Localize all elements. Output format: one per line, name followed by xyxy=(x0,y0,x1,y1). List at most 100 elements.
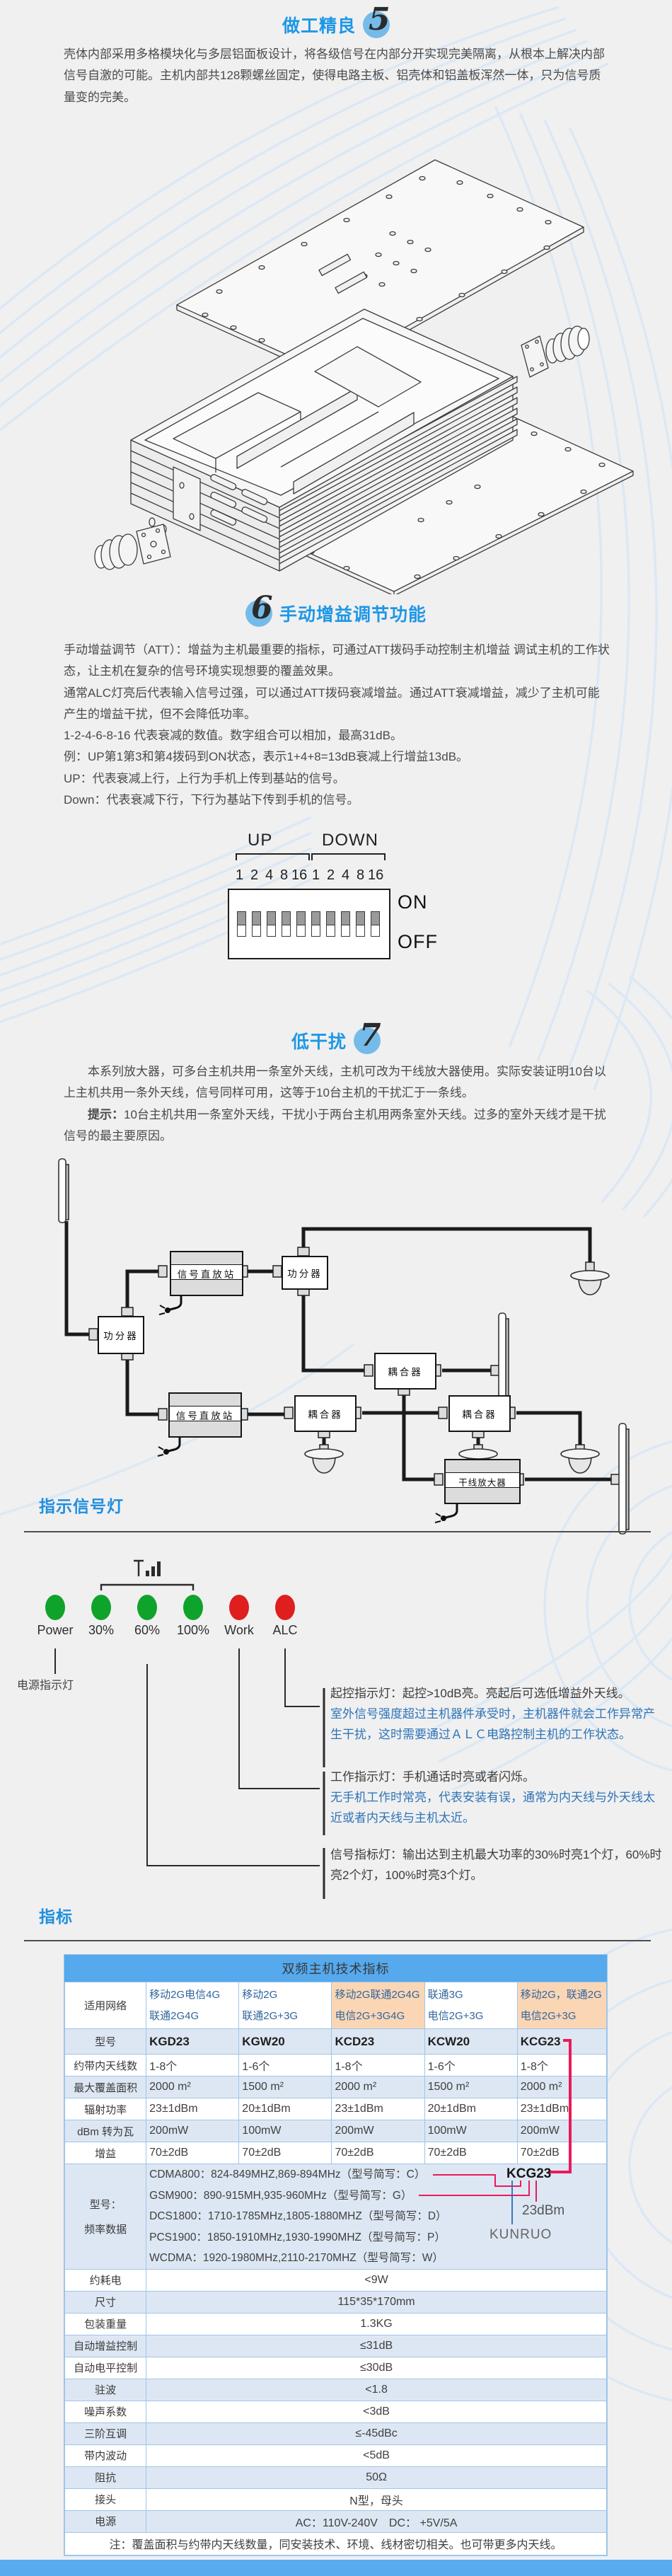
section5-header: 做工精良 5 xyxy=(0,1,672,38)
spec-table-title: 双频主机技术指标 xyxy=(64,1955,607,1982)
topology-diagram xyxy=(58,1158,630,1535)
work-caption-main: 工作指示灯：手机通话时亮或者闪烁。 xyxy=(330,1770,535,1784)
model-cell: KCW20 xyxy=(424,2028,518,2055)
dip-switch-1[interactable] xyxy=(237,911,246,937)
coupler-box-2: 耦合器 xyxy=(294,1395,357,1432)
dip-switch-8[interactable] xyxy=(341,911,350,937)
model-cell: KGW20 xyxy=(238,2028,332,2055)
coupler-label: 耦合器 xyxy=(308,1409,343,1420)
alc-led xyxy=(275,1595,295,1620)
row-label: 适用网络 xyxy=(64,1982,147,2029)
repeater-box-1: 信号直放站 xyxy=(170,1251,243,1296)
led-60-label: 60% xyxy=(134,1623,161,1637)
led-100-label: 100% xyxy=(176,1623,210,1637)
annotation-power-value: 23dBm xyxy=(522,2203,565,2218)
dip-on-label: ON xyxy=(398,891,428,913)
splitter-label: 功分器 xyxy=(287,1269,323,1279)
section7-number-badge: 7 xyxy=(354,1017,381,1054)
dip-up-label: UP xyxy=(248,831,273,850)
table-row: 三阶互调≤-45dBc xyxy=(64,2422,607,2445)
section7-header: 低干扰 7 xyxy=(0,1017,672,1054)
dip-switch-10[interactable] xyxy=(371,911,380,937)
tip-body: 10台主机共用一条室外天线，干扰小于两台主机用两条室外天线。过多的室外天线才是干… xyxy=(64,1107,606,1143)
dip-number: 8 xyxy=(280,867,289,883)
section5-title: 做工精良 xyxy=(282,16,356,36)
dip-switch-3[interactable] xyxy=(267,911,276,937)
work-led-label: Work xyxy=(224,1623,254,1637)
work-indicator-caption: 工作指示灯：手机通话时亮或者闪烁。 无手机工作时常亮，代表安装有误，通常为内天线… xyxy=(330,1767,666,1829)
table-row: 噪声系数<3dB xyxy=(64,2400,607,2423)
up-bracket xyxy=(236,853,310,860)
section5-paragraph: 壳体内部采用多格模块化与多层铝面板设计，将各级信号在内部分开实现完美隔离，从根本… xyxy=(64,44,610,108)
work-led xyxy=(229,1595,249,1620)
exploded-enclosure-drawing xyxy=(94,159,634,594)
alc-caption-note: 室外信号强度超过主机器件承受时，主机器件就会工作异常产生干扰，这时需要通过ＡＬＣ… xyxy=(330,1706,655,1741)
dip-switch[interactable] xyxy=(228,889,390,959)
dip-off-label: OFF xyxy=(398,931,438,952)
section7-paragraphs: 本系列放大器，可多台主机共用一条室外天线，主机可改为干线放大器使用。实际安装证明… xyxy=(64,1061,610,1147)
coupler-label: 耦合器 xyxy=(462,1409,497,1420)
dip-number: 1 xyxy=(236,867,244,883)
tip-paragraph: 提示：10台主机共用一条室外天线，干扰小于两台主机用两条室外天线。过多的室外天线… xyxy=(64,1104,610,1148)
dip-number: 16 xyxy=(368,867,384,883)
signal-indicator-caption: 信号指标灯：输出达到主机最大功率的30%时亮1个灯，60%时亮2个灯，100%时… xyxy=(330,1845,666,1886)
led-100 xyxy=(183,1595,203,1620)
footer-bar xyxy=(0,2560,672,2576)
attenuation-values-text: 1-2-4-6-8-16 代表衰减的数值。数字组合可以相加，最高31dB。 xyxy=(64,729,402,742)
low-interference-text: 本系列放大器，可多台主机共用一条室外天线，主机可改为干线放大器使用。实际安装证明… xyxy=(64,1065,606,1100)
power-led xyxy=(45,1595,65,1620)
alc-led-label: ALC xyxy=(272,1623,298,1637)
section6-title: 手动增益调节功能 xyxy=(279,605,427,625)
table-row: 自动增益控制≤31dB xyxy=(64,2334,607,2357)
dip-switch-9[interactable] xyxy=(356,911,365,937)
work-caption-note: 无手机工作时常亮，代表安装有误，通常为内天线与外天线太近或者内天线与主机太近。 xyxy=(330,1790,655,1825)
dip-switch-5[interactable] xyxy=(296,911,306,937)
dip-number: 8 xyxy=(357,867,365,883)
repeater-box-2: 信号直放站 xyxy=(168,1392,242,1438)
trunk-amp-box: 干线放大器 xyxy=(444,1459,521,1504)
table-note: 注：覆盖面积与约带内天线数量，同安装技术、环境、线材密切相关。也可带更多内天线。 xyxy=(64,2531,607,2555)
up-definition-text: UP：代表衰减上行，上行为手机上传到基站的信号。 xyxy=(64,771,345,785)
section7-title: 低干扰 xyxy=(291,1032,347,1052)
model-cell: KGD23 xyxy=(146,2028,240,2055)
annotation-model-code: KCG23 xyxy=(506,2166,552,2181)
splitter-label: 功分器 xyxy=(103,1331,139,1341)
table-row: 带内波动<5dB xyxy=(64,2444,607,2467)
led-30 xyxy=(91,1595,111,1620)
spec-section-title: 指标 xyxy=(39,1907,73,1926)
dip-switch-2[interactable] xyxy=(252,911,261,937)
dip-switch-4[interactable] xyxy=(282,911,291,937)
led-30-label: 30% xyxy=(88,1623,115,1637)
dip-number: 2 xyxy=(327,867,335,883)
table-row: 约耗电<9W xyxy=(64,2268,607,2292)
att-intro-text: 手动增益调节（ATT）：增益为主机最重要的指标，可通过ATT拨码手动控制主机增益… xyxy=(64,643,610,678)
att-example-text: 例：UP第1第3和第4拨码到ON状态，表示1+4+8=13dB衰减上行增益13d… xyxy=(64,750,469,764)
model-row: 型号 KGD23 KGW20 KCD23 KCW20 KCG23 xyxy=(64,2028,608,2055)
section6-number-badge: 6 xyxy=(245,590,273,627)
dip-switch-6[interactable] xyxy=(311,911,320,937)
dip-switch-7[interactable] xyxy=(326,911,335,937)
frequency-row: 型号：频率数据 CDMA800：824-849MHZ,869-894MHz（型号… xyxy=(64,2164,607,2270)
annotation-brand-name: KUNRUO xyxy=(489,2227,552,2242)
dip-down-label: DOWN xyxy=(322,831,378,850)
dip-number: 2 xyxy=(250,867,259,883)
indicator-section-title: 指示信号灯 xyxy=(39,1497,124,1515)
led-leader-lines xyxy=(54,1559,325,1899)
section6-header: 6 手动增益调节功能 xyxy=(0,590,672,627)
table-row: 驻波<1.8 xyxy=(64,2378,607,2401)
